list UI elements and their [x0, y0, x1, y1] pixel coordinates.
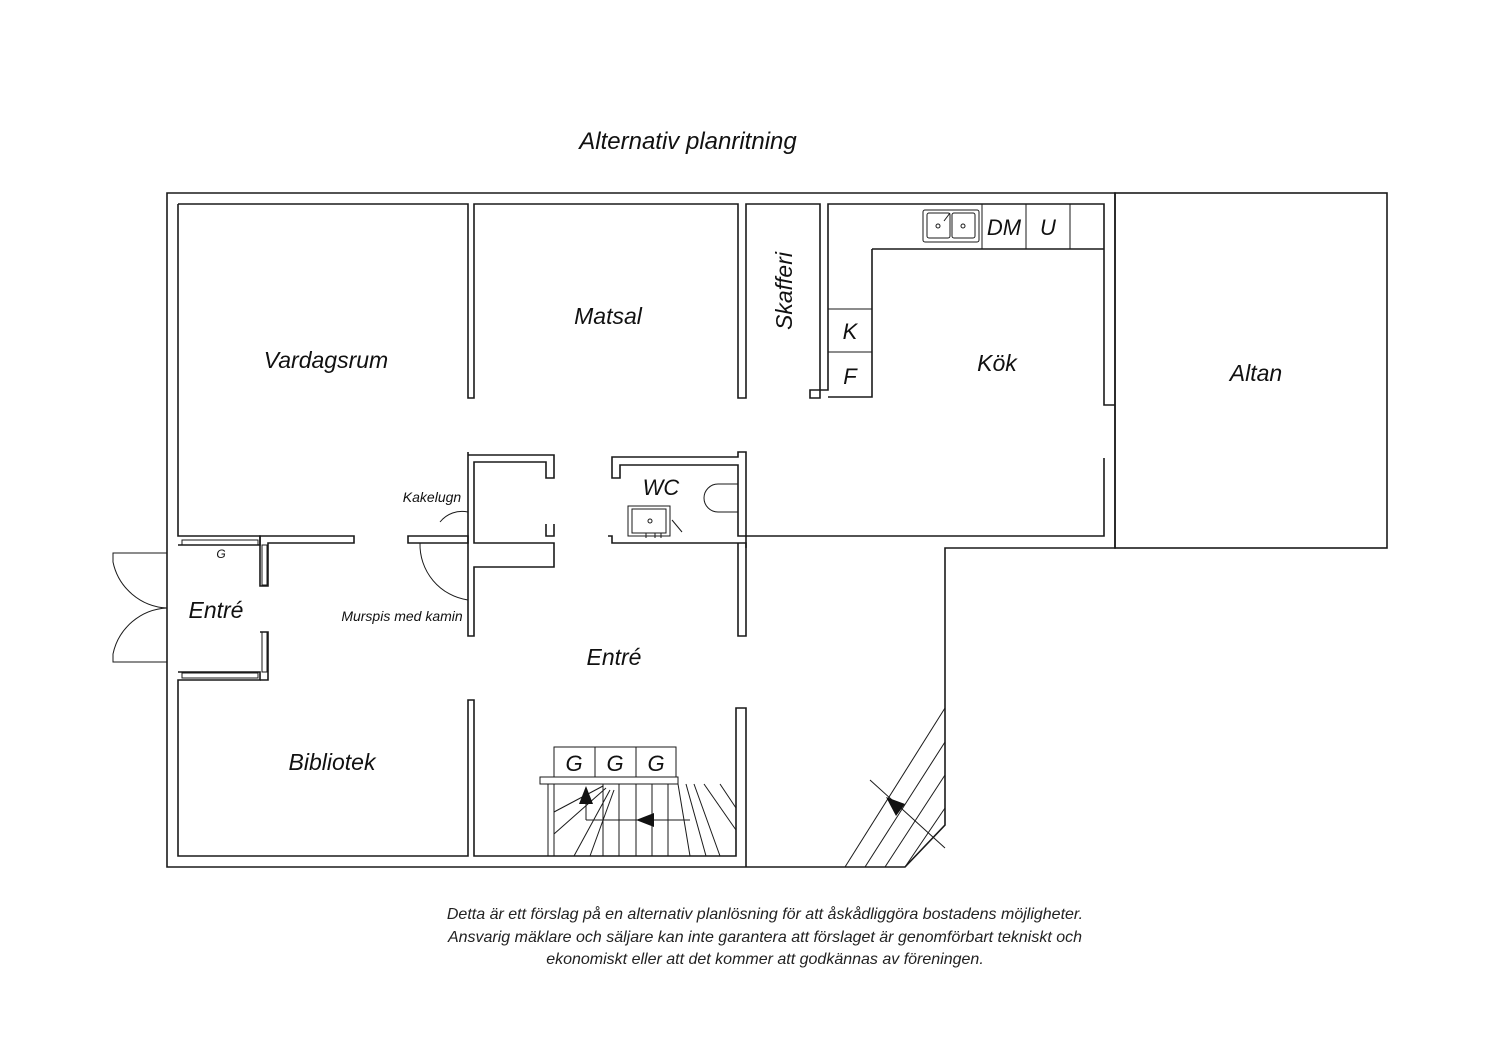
disclaimer: Detta är ett förslag på en alternativ pl… — [300, 904, 1230, 972]
label-altan: Altan — [1228, 360, 1282, 386]
entrance-windows — [181, 539, 268, 679]
label-matsal: Matsal — [574, 303, 643, 329]
exterior-stair-arrow-icon — [886, 797, 905, 816]
plan-title: Alternativ planritning — [577, 128, 797, 155]
disclaimer-line-2: Ansvarig mäklare och säljare kan inte ga… — [447, 928, 1083, 946]
label-fireplace: Murspis med kamin — [341, 608, 463, 624]
label-entre-left: Entré — [189, 597, 244, 623]
label-vardagsrum: Vardagsrum — [264, 347, 388, 373]
wardrobe-row — [539, 746, 679, 785]
altan-outline — [1114, 192, 1388, 549]
kitchen-sink-icon — [922, 209, 980, 243]
toilet-icon — [703, 483, 738, 513]
kitchen-counters — [828, 204, 1104, 398]
label-wardrobe-1: G — [565, 751, 582, 776]
front-double-doors — [112, 552, 168, 663]
label-dishwasher: DM — [987, 215, 1022, 240]
staircase — [547, 783, 737, 857]
label-wardrobe-2: G — [606, 751, 623, 776]
tiled-stove-symbol — [439, 510, 469, 523]
label-wardrobe-left: G — [216, 547, 225, 561]
wc-sink-icon — [627, 505, 671, 537]
label-wardrobe-3: G — [647, 751, 664, 776]
fireplace-door-swing — [419, 542, 469, 601]
disclaimer-line-3: ekonomiskt eller att det kommer att godk… — [546, 951, 984, 968]
label-skafferi: Skafferi — [771, 251, 797, 330]
label-kok: Kök — [977, 350, 1018, 376]
disclaimer-line-1: Detta är ett förslag på en alternativ pl… — [446, 906, 1084, 923]
label-wc: WC — [643, 475, 680, 500]
label-tiled-stove: Kakelugn — [403, 489, 462, 505]
label-oven: U — [1040, 215, 1056, 240]
stair-arrow-left-icon — [636, 813, 654, 827]
label-fridge: K — [843, 319, 859, 344]
stair-arrow-up-icon — [579, 786, 593, 804]
label-entre-center: Entré — [587, 644, 642, 670]
label-freezer: F — [843, 364, 858, 389]
exterior-stairs — [844, 707, 946, 868]
wc-fixtures — [627, 483, 738, 538]
label-bibliotek: Bibliotek — [289, 749, 377, 775]
